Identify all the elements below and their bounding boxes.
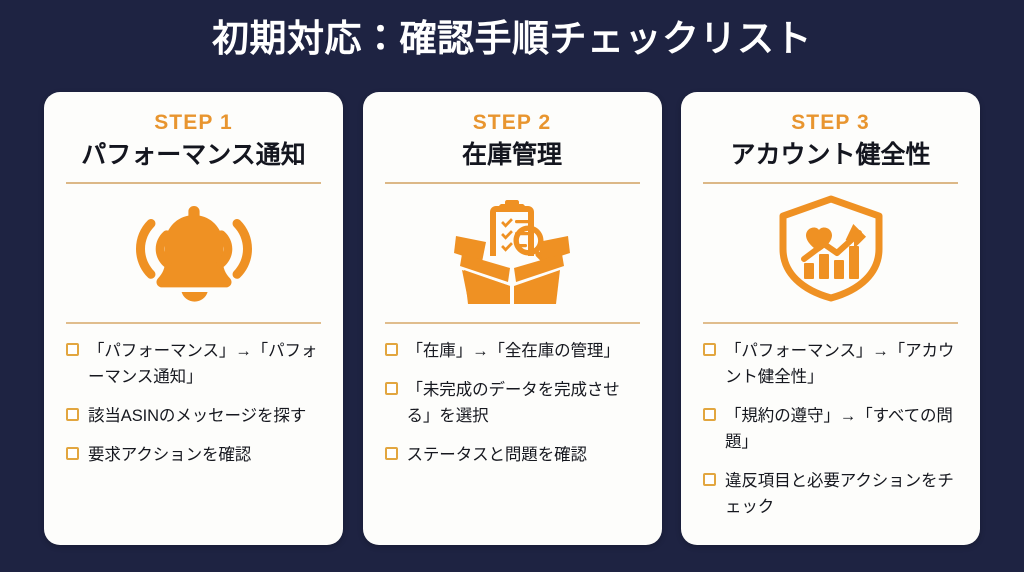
list-divider-2 [384,322,640,324]
step-title-2: 在庫管理 [461,141,562,169]
check-item-label: 「パフォーマンス」→「パフォーマンス通知」 [88,342,318,386]
check-item-label: 要求アクションを確認 [88,446,252,464]
title-divider-2 [384,182,640,184]
step-icon-1-area [66,184,321,312]
check-item[interactable]: 要求アクションを確認 [66,442,321,468]
check-item[interactable]: 「パフォーマンス」→「パフォーマンス通知」 [66,338,321,390]
step-icon-3-area [703,184,958,312]
step-cards-row: STEP 1 パフォーマンス通知 [44,92,980,545]
page-title: 初期対応：確認手順チェックリスト [212,18,812,59]
check-item-label: 「規約の遵守」→「すべての問題」 [725,407,953,451]
checkbox-icon[interactable] [703,343,716,356]
checkbox-icon[interactable] [66,408,79,421]
step-card-1: STEP 1 パフォーマンス通知 [44,92,343,545]
check-item-label: 「在庫」→「全在庫の管理」 [406,342,620,360]
checkbox-icon[interactable] [703,408,716,421]
checkbox-icon[interactable] [384,343,398,356]
check-item[interactable]: 「未完成のデータを完成させる」を選択 [384,377,640,429]
step-card-2: STEP 2 在庫管理 [362,92,662,545]
title-divider-3 [703,182,958,184]
step-title-3: アカウント健全性 [730,141,931,169]
check-item[interactable]: 違反項目と必要アクションをチェック [703,468,958,520]
checkbox-icon[interactable] [703,473,716,486]
step-title-1: パフォーマンス通知 [81,141,306,169]
check-item[interactable]: 「パフォーマンス」→「アカウント健全性」 [703,338,958,390]
checklist-3: 「パフォーマンス」→「アカウント健全性」 「規約の遵守」→「すべての問題」 違反… [703,338,958,520]
title-divider-1 [66,182,321,184]
check-item-label: 該当ASINのメッセージを探す [88,407,307,425]
checklist-2: 「在庫」→「全在庫の管理」 「未完成のデータを完成させる」を選択 ステータスと問… [384,338,640,468]
step-label-1: STEP 1 [154,111,233,134]
checkbox-icon[interactable] [66,343,79,356]
list-divider-3 [703,322,958,324]
checkbox-icon[interactable] [384,447,398,460]
step-icon-2-area [385,184,640,312]
step-label-2: STEP 2 [472,111,552,134]
check-item[interactable]: ステータスと問題を確認 [384,442,640,468]
check-item-label: 違反項目と必要アクションをチェック [725,472,954,516]
checkbox-icon[interactable] [384,382,398,395]
ringing-bell-icon [135,206,252,302]
open-box-clipboard-magnifier-icon [454,200,570,304]
check-item-label: ステータスと問題を確認 [406,446,588,464]
checkbox-icon[interactable] [66,447,79,460]
check-item[interactable]: 「在庫」→「全在庫の管理」 [384,338,640,364]
check-item[interactable]: 該当ASINのメッセージを探す [66,403,321,429]
shield-heart-chart-icon [779,195,882,302]
check-item-label: 「パフォーマンス」→「アカウント健全性」 [725,342,955,386]
step-card-3: STEP 3 アカウント健全性 [681,92,980,545]
step-label-3: STEP 3 [791,111,870,134]
check-item[interactable]: 「規約の遵守」→「すべての問題」 [703,403,958,455]
checklist-1: 「パフォーマンス」→「パフォーマンス通知」 該当ASINのメッセージを探す 要求… [66,338,321,468]
check-item-label: 「未完成のデータを完成させる」を選択 [406,381,620,425]
list-divider-1 [66,322,321,324]
